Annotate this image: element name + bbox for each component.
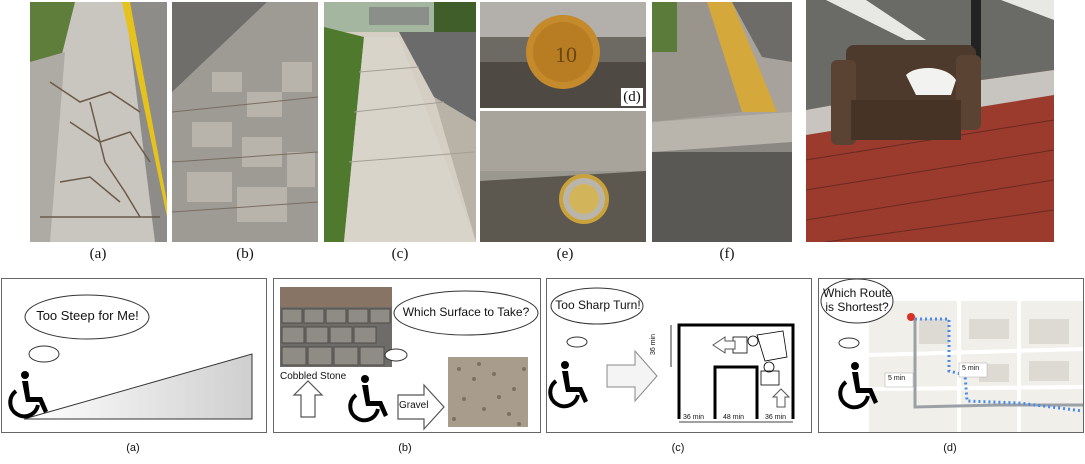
floor-plan-diagram (670, 323, 795, 423)
dim-right: 36 min (765, 414, 787, 421)
wheelchair-icon (8, 371, 48, 419)
photo-a-cracked-sidewalk (30, 2, 167, 242)
right-arrow-icon (397, 383, 445, 431)
wheelchair-icon (348, 375, 388, 423)
caption-top-f: (f) (719, 246, 735, 262)
photo-b-worn-sidewalk (172, 2, 318, 242)
left-arrow-icon (712, 336, 736, 354)
up-arrow-icon (292, 380, 324, 418)
photo-couch-obstacle (806, 0, 1054, 242)
caption-top-a: (a) (89, 246, 107, 262)
bubble-too-sharp: Too Sharp Turn! (555, 298, 641, 312)
label-gravel: Gravel (399, 400, 429, 411)
svg-text:10: 10 (555, 42, 577, 67)
dim-left: 36 min (683, 414, 705, 421)
route-shortest (915, 317, 1083, 413)
caption-top-c: (c) (391, 246, 409, 262)
photo-c-sloped-sidewalk (324, 2, 476, 242)
route-time-2: 5 min (888, 375, 906, 382)
bubble-which-route-line2: is Shortest? (825, 300, 889, 314)
photo-f-tactile-paving (652, 2, 792, 242)
panel-d-route-map: Which Route is Shortest? 5 min 5 min (818, 278, 1084, 433)
cobbled-stone-image (280, 287, 392, 367)
dim-side: 36 min (650, 333, 658, 356)
label-cobbled-stone: Cobbled Stone (280, 371, 347, 382)
caption-bottom-b: (b) (398, 442, 412, 454)
photo-d-label-box (621, 88, 643, 106)
panel-c-sharp-turn: Too Sharp Turn! 36 min 48 min 36 min 36 … (546, 278, 812, 433)
wheelchair-icon (838, 362, 878, 410)
wheelchair-icon (548, 361, 588, 409)
photo-d-coin-edge: 10 (480, 2, 646, 108)
panel-a-steep-ramp: Too Steep for Me! (1, 278, 267, 433)
gravel-image (448, 357, 528, 427)
caption-top-e: (e) (556, 246, 574, 262)
bubble-which-route-line1: Which Route (823, 286, 892, 300)
caption-top-d-inset: (d) (623, 89, 641, 105)
dim-mid: 48 min (723, 414, 745, 421)
right-arrow-icon (606, 349, 658, 403)
route-time-1: 5 min (962, 365, 980, 372)
caption-bottom-c: (c) (671, 442, 685, 454)
photo-e-coin-curb (480, 111, 646, 242)
bubble-too-steep: Too Steep for Me! (36, 308, 139, 323)
caption-top-b: (b) (236, 246, 254, 262)
caption-bottom-a: (a) (126, 442, 140, 454)
up-arrow-icon (771, 388, 791, 408)
bubble-which-surface: Which Surface to Take? (402, 305, 530, 319)
caption-bottom-d: (d) (943, 442, 957, 454)
panel-b-surface-choice: Which Surface to Take? Cobbled Stone Gra… (273, 278, 541, 433)
